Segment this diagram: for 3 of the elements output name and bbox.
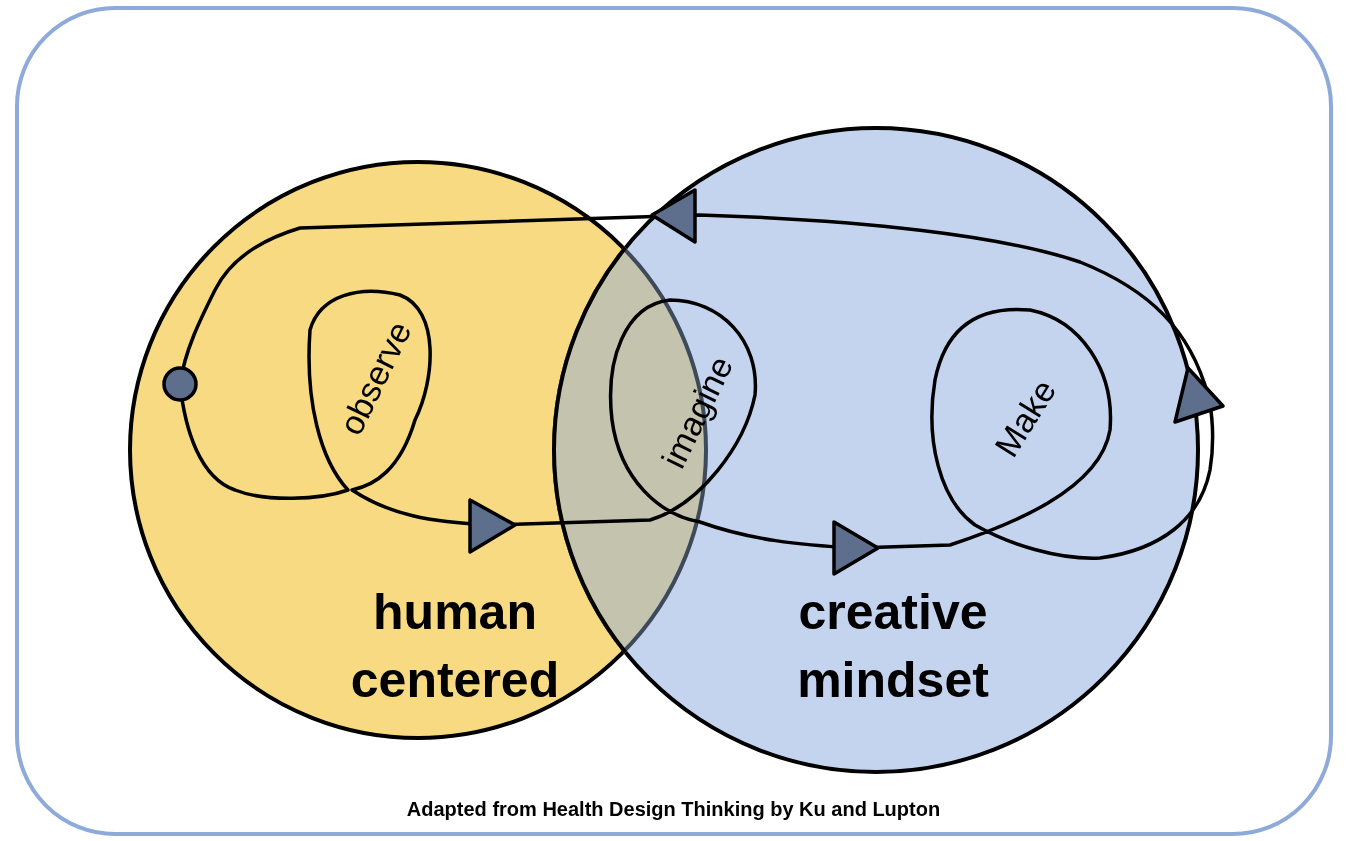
circle-heading: creative mindset — [796, 583, 990, 710]
circle-heading: human centered — [349, 583, 561, 710]
caption: Adapted from Health Design Thinking by Ku and Lupton — [405, 797, 942, 822]
